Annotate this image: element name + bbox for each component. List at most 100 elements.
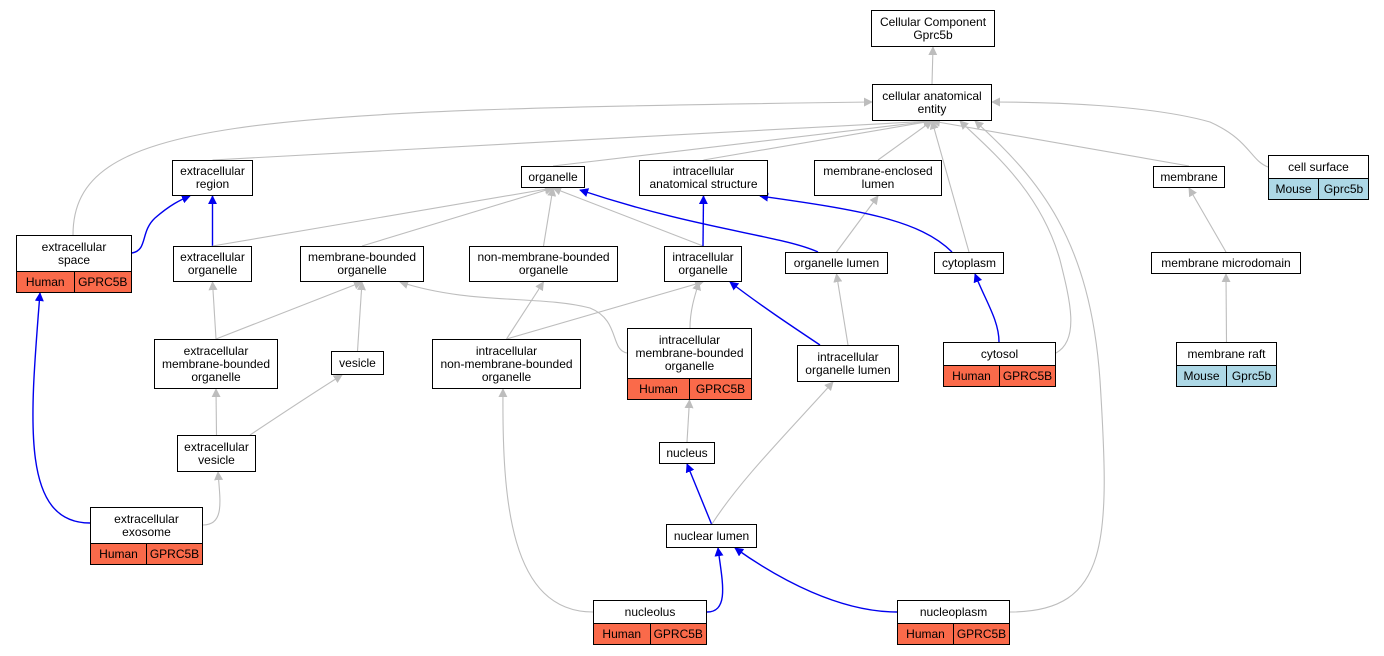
node-label-line: membrane-bounded: [161, 356, 271, 371]
annotation-species: Mouse: [1183, 368, 1220, 383]
edge-nucleolus-to-ic-nmbo: [498, 388, 594, 613]
edge-org-lumen-to-organelle: [579, 188, 819, 253]
annotation-gene: Gprc5b: [1318, 179, 1368, 199]
edge-ic-organelle-to-ias: [698, 195, 708, 247]
annotation-row: Human GPRC5B: [944, 365, 1055, 386]
node-label-line: non-membrane-bounded: [440, 356, 573, 371]
edge-vesicle-to-mbo: [356, 281, 366, 352]
annotation-gene: GPRC5B: [649, 624, 707, 644]
node-label-line: membrane-enclosed: [823, 164, 933, 178]
edge-ext-organelle-to-organelle: [212, 184, 554, 247]
edge-ext-mbo-to-mbo: [215, 280, 363, 340]
node-label-line: extracellular: [184, 439, 249, 454]
edge-nmbo-to-organelle: [542, 187, 557, 247]
node-label-line: membrane raft: [1187, 346, 1266, 361]
annotation-row: Mouse Gprc5b: [1269, 178, 1368, 199]
annotation-gene: Gprc5b: [1226, 366, 1276, 386]
node-label-line: organelle lumen: [793, 255, 880, 270]
annotation-species: Human: [99, 546, 138, 561]
node-organelle[interactable]: organelle: [521, 166, 585, 188]
node-label-line: region: [195, 177, 230, 191]
edge-org-lumen-to-mel: [836, 195, 879, 253]
annotation-gene: GPRC5B: [73, 272, 132, 292]
node-label: organelle lumen: [786, 253, 887, 273]
edge-ic-organelle-to-organelle: [552, 186, 704, 247]
annotation-gene: GPRC5B: [689, 379, 751, 399]
edge-mem-microdomain-to-membrane: [1188, 187, 1227, 253]
node-label-line: extracellular: [180, 164, 245, 178]
edge-ic-mbo-to-mbo: [399, 280, 628, 354]
annotation-species: Mouse: [1275, 181, 1312, 196]
edge-ext-exosome-to-ext-space: [32, 292, 91, 524]
edge-cell-surface-to-cae: [991, 97, 1269, 168]
edge-cytosol-to-cae: [959, 120, 1072, 354]
node-label-line: intracellular: [817, 349, 879, 364]
node-cytoplasm[interactable]: cytoplasm: [934, 252, 1004, 274]
node-nuc-lumen[interactable]: nuclear lumen: [666, 524, 757, 548]
annotation-species: Human: [25, 274, 65, 289]
annotation-row: Human GPRC5B: [17, 271, 131, 292]
node-nucleus[interactable]: nucleus: [659, 442, 715, 464]
node-label-line: intracellular: [475, 343, 538, 358]
node-label-line: organelle: [664, 359, 715, 373]
node-label: membrane raft: [1177, 343, 1276, 365]
annotation-gene: GPRC5B: [999, 366, 1055, 386]
edge-ext-exosome-to-ext-vesicle: [202, 471, 224, 526]
edge-ext-space-to-ext-region: [131, 194, 191, 254]
node-vesicle[interactable]: vesicle: [331, 351, 384, 375]
node-mem-microdomain[interactable]: membrane microdomain: [1151, 252, 1301, 274]
edge-nucleoplasm-to-cae: [974, 120, 1105, 613]
node-label-line: membrane-bounded: [635, 346, 744, 360]
edge-organelle-to-cae: [552, 117, 933, 167]
node-membrane[interactable]: membrane: [1153, 166, 1225, 188]
edge-cae-to-cc-root: [928, 46, 938, 85]
annotation-gene: GPRC5B: [146, 544, 202, 564]
node-label-line: entity: [917, 101, 947, 116]
edge-ext-mbo-to-ext-organelle: [208, 281, 218, 340]
node-org-lumen[interactable]: organelle lumen: [785, 252, 888, 274]
node-label-line: extracellular: [183, 343, 249, 358]
annotation-row: Mouse Gprc5b: [1177, 365, 1276, 386]
node-label: membrane microdomain: [1152, 253, 1300, 273]
node-label-line: organelle: [191, 369, 241, 384]
node-label: cytosol: [944, 343, 1055, 365]
edge-ic-nmbo-to-ic-organelle: [506, 279, 704, 340]
node-label: nucleoplasm: [898, 601, 1009, 623]
annotation-species: Human: [952, 368, 991, 383]
edge-nucleolus-to-nuc-lumen: [706, 547, 724, 613]
node-label-line: anatomical structure: [649, 177, 758, 191]
node-label: cytoplasm: [935, 253, 1003, 273]
